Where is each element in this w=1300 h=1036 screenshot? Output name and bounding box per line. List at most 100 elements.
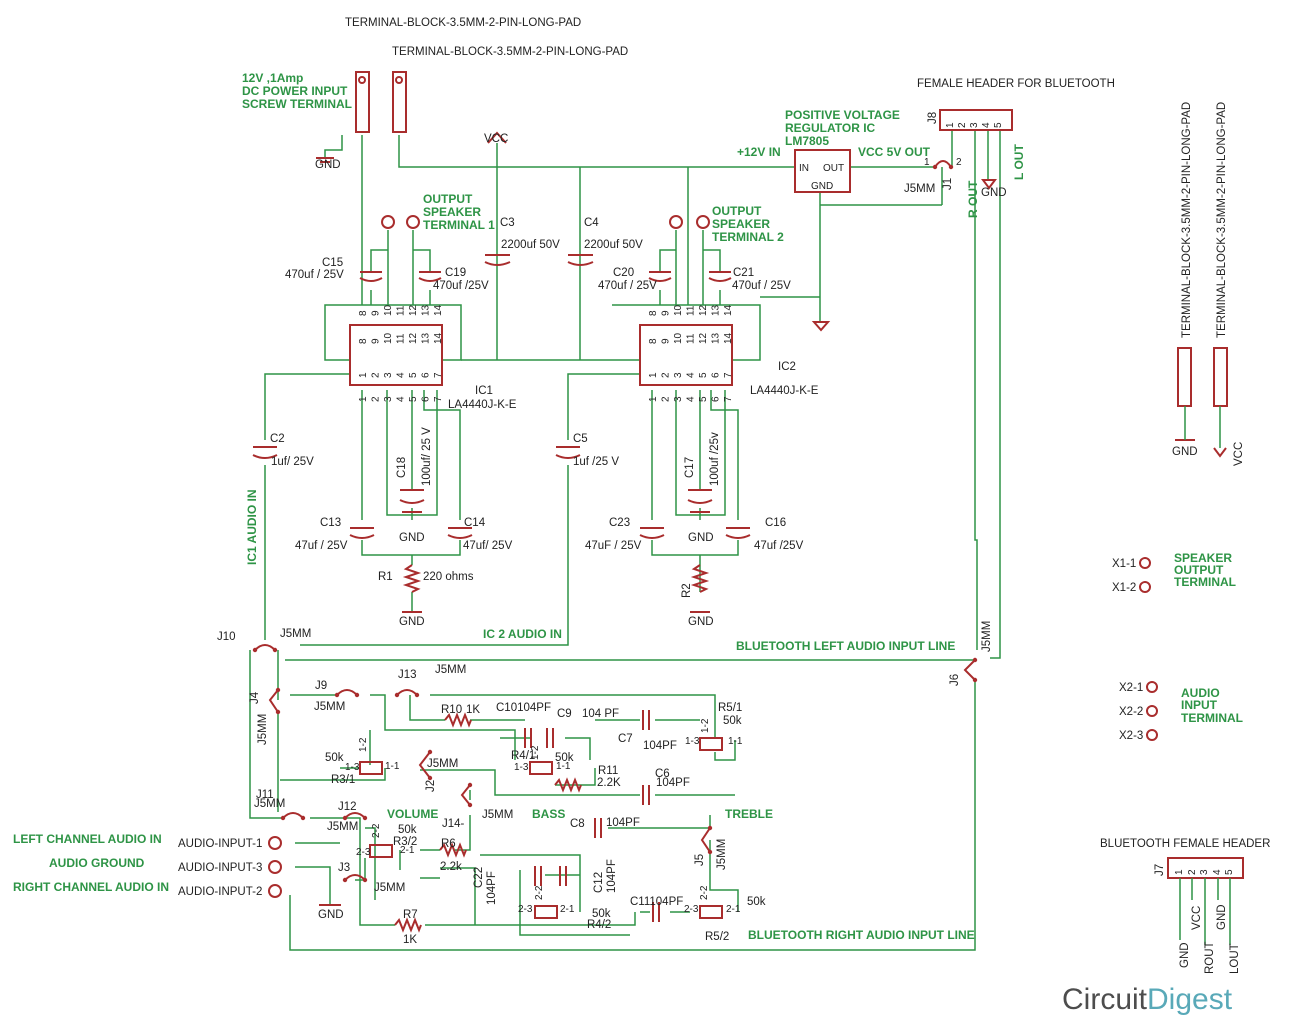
- ic2-pin-outer-6: 6: [711, 396, 722, 402]
- svg-text:J5MM: J5MM: [435, 664, 466, 676]
- speaker-terminal-2b: [696, 215, 710, 229]
- potentiometer-r4-1: [529, 761, 553, 775]
- svg-text:104PF: 104PF: [656, 777, 690, 789]
- svg-text:50k: 50k: [723, 715, 742, 727]
- potentiometer-r3-2: [369, 844, 393, 858]
- svg-text:C18: C18: [396, 457, 408, 478]
- svg-text:470uf / 25V: 470uf / 25V: [732, 280, 791, 292]
- potentiometer-r4-2: [534, 905, 558, 919]
- right-terminal-2: [1213, 347, 1228, 407]
- speaker1-label-1: OUTPUT: [423, 192, 473, 206]
- bt-right-line-label: BLUETOOTH RIGHT AUDIO INPUT LINE: [748, 928, 975, 942]
- ic1-pin-5: 5: [408, 372, 419, 378]
- svg-text:C15: C15: [322, 257, 343, 269]
- speaker2-label-2: SPEAKER: [712, 217, 770, 231]
- svg-text:J5MM: J5MM: [427, 758, 458, 770]
- svg-text:TERMINAL: TERMINAL: [1181, 711, 1243, 725]
- svg-text:C13: C13: [320, 517, 341, 529]
- svg-text:5: 5: [1224, 869, 1235, 875]
- ic1-pin-3: 3: [383, 372, 394, 378]
- svg-text:IC1: IC1: [475, 385, 493, 397]
- connection-dots: [252, 164, 978, 883]
- svg-text:R11: R11: [598, 765, 618, 777]
- capacitor-c23: [639, 527, 665, 539]
- svg-text:2-1: 2-1: [400, 845, 415, 856]
- svg-text:TERMINAL-BLOCK-3.5MM-2-PIN-LON: TERMINAL-BLOCK-3.5MM-2-PIN-LONG-PAD: [1181, 102, 1193, 338]
- svg-text:J5MM: J5MM: [482, 809, 513, 821]
- capacitor-c21: [708, 271, 732, 282]
- ic1-pin-6: 6: [421, 372, 432, 378]
- svg-text:47uF / 25V: 47uF / 25V: [585, 540, 642, 552]
- ic1-pin-10: 10: [383, 332, 394, 344]
- ic2-pin-outer-4: 4: [686, 396, 697, 402]
- speaker1-label-3: TERMINAL 1: [423, 218, 495, 232]
- ic1-pin-4: 4: [396, 372, 407, 378]
- ic2-pin-outer-3: 3: [673, 396, 684, 402]
- svg-text:1-2: 1-2: [530, 745, 541, 760]
- ic2-pin-outer-5: 5: [698, 396, 709, 402]
- svg-text:47uf/ 25V: 47uf/ 25V: [463, 540, 513, 552]
- svg-text:C14: C14: [464, 517, 486, 529]
- ic2-pin-3: 3: [673, 372, 684, 378]
- capacitor-c13: [349, 527, 375, 539]
- svg-text:J5MM: J5MM: [254, 798, 285, 810]
- svg-text:GND: GND: [1172, 446, 1198, 458]
- svg-text:C20: C20: [613, 267, 634, 279]
- top-terminal-label-1: TERMINAL-BLOCK-3.5MM-2-PIN-LONG-PAD: [345, 17, 581, 29]
- regulator-ic-lm7805: [794, 149, 851, 193]
- resistor-r6: [439, 842, 467, 858]
- ic2-pin-4: 4: [686, 372, 697, 378]
- speaker1-label-2: SPEAKER: [423, 205, 481, 219]
- svg-text:J5: J5: [694, 854, 706, 866]
- jumper-j1: [934, 160, 952, 168]
- svg-text:2: 2: [1187, 869, 1198, 875]
- svg-text:TERMINAL: TERMINAL: [1174, 575, 1236, 589]
- svg-text:X2-3: X2-3: [1119, 730, 1143, 742]
- svg-text:GND: GND: [688, 532, 714, 544]
- regulator-label-2: REGULATOR IC: [785, 121, 876, 135]
- svg-text:2: 2: [956, 157, 962, 168]
- ic-pin-numbers: 8899101011111212131314141122334455667788…: [358, 304, 734, 402]
- svg-text:C6: C6: [655, 768, 670, 780]
- ground-icon: [811, 321, 831, 332]
- ic2-pin-13: 13: [711, 332, 722, 344]
- capacitor-c7: [642, 710, 650, 730]
- svg-text:J5MM: J5MM: [716, 839, 728, 870]
- ic2-audio-in-label: IC 2 AUDIO IN: [483, 627, 562, 641]
- ic2-pin-outer-8: 8: [648, 310, 659, 316]
- svg-text:J9: J9: [315, 680, 327, 692]
- ic1-pin-outer-11: 11: [396, 305, 407, 316]
- capacitor-c11: [652, 902, 660, 922]
- svg-text:1K: 1K: [403, 934, 417, 946]
- ic2-pin-1: 1: [648, 372, 659, 378]
- ic1-pin-outer-7: 7: [433, 396, 444, 402]
- regulator-label-1: POSITIVE VOLTAGE: [785, 108, 900, 122]
- bluetooth-header-j8: [939, 109, 1013, 131]
- svg-text:VCC: VCC: [1191, 906, 1203, 930]
- svg-text:C22: C22: [473, 867, 485, 888]
- capacitor-c5: [555, 446, 581, 459]
- svg-text:J5MM: J5MM: [981, 621, 993, 652]
- ic2-pin-5: 5: [698, 372, 709, 378]
- right-channel-label: RIGHT CHANNEL AUDIO IN: [13, 880, 169, 894]
- ic2-pin-outer-7: 7: [723, 396, 734, 402]
- regulator-in-pin: IN: [799, 163, 809, 174]
- svg-text:R7: R7: [403, 909, 418, 921]
- power-input-label-3: SCREW TERMINAL: [242, 97, 352, 111]
- svg-text:50k: 50k: [325, 752, 344, 764]
- ic1-pin-outer-4: 4: [396, 396, 407, 402]
- svg-text:R5/2: R5/2: [705, 931, 729, 943]
- svg-text:2-1: 2-1: [726, 904, 741, 915]
- svg-text:100uf/ 25 V: 100uf/ 25 V: [421, 427, 433, 486]
- ic2-pin-outer-1: 1: [648, 396, 659, 402]
- svg-text:1uf/ 25V: 1uf/ 25V: [271, 456, 314, 468]
- svg-text:1-1: 1-1: [385, 761, 400, 772]
- svg-text:C16: C16: [765, 517, 786, 529]
- svg-text:R4/2: R4/2: [587, 919, 611, 931]
- svg-text:1-1: 1-1: [556, 761, 571, 772]
- svg-text:47uf /25V: 47uf /25V: [754, 540, 804, 552]
- x2-2-pad: [1146, 705, 1158, 717]
- capacitor-c19: [418, 271, 442, 282]
- svg-text:J14-: J14-: [442, 818, 465, 830]
- capacitor-c6: [642, 785, 650, 805]
